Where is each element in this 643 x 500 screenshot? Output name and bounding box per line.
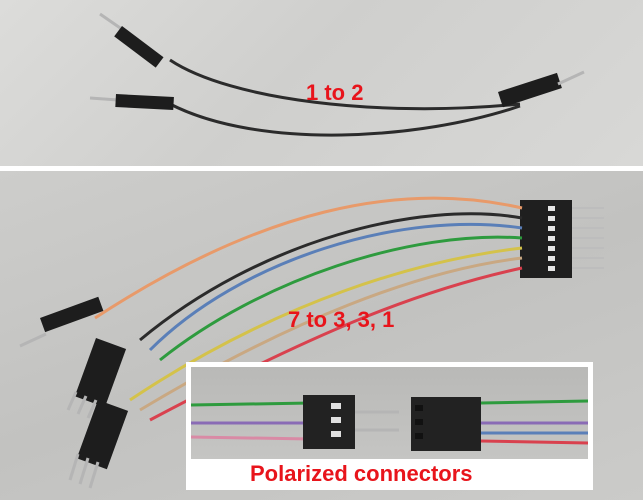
polarized-connectors-illustration xyxy=(191,395,588,451)
inset-photo xyxy=(191,367,588,459)
caption-polarized-connectors: Polarized connectors xyxy=(250,461,473,486)
caption-one-to-two: 1 to 2 xyxy=(306,80,364,105)
one-to-two-cable xyxy=(89,12,585,137)
caption-seven-to-three: 7 to 3, 3, 1 xyxy=(288,307,395,332)
panel-divider xyxy=(0,166,643,171)
seven-to-three-three-one-cable xyxy=(19,196,604,489)
inset-caption-area xyxy=(191,459,588,490)
